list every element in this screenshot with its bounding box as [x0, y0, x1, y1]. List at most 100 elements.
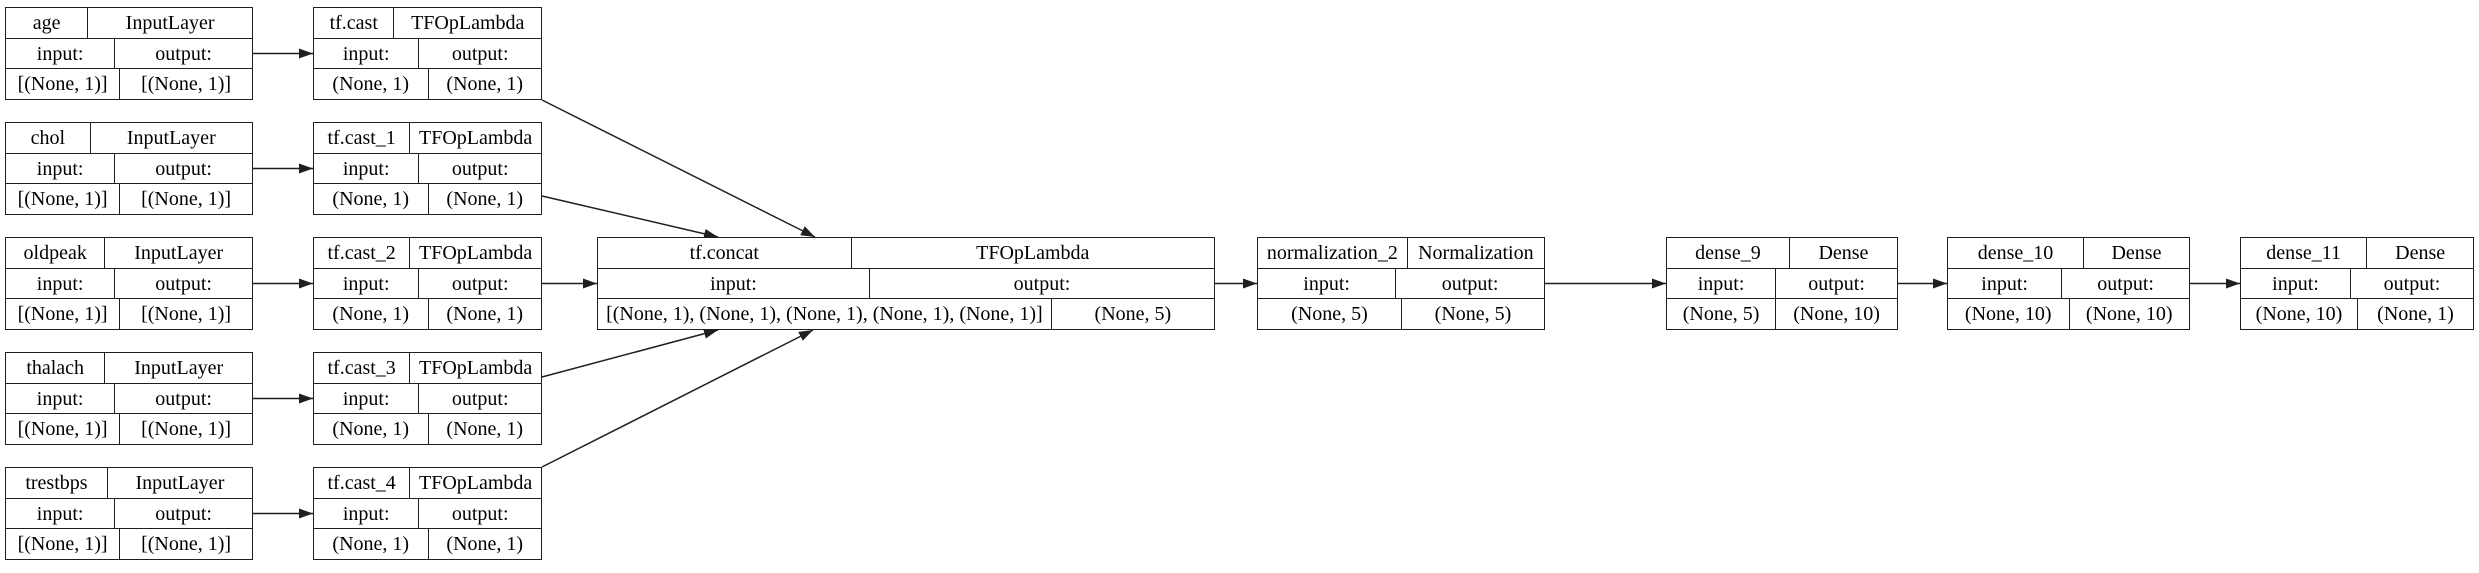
- node-chol-input-shape: [(None, 1)]: [17, 188, 108, 211]
- node-dense-10-output-shape: (None, 10): [2068, 299, 2190, 330]
- node-oldpeak-output-shape: [(None, 1)]: [119, 299, 252, 330]
- node-tf-cast-input-label: input:: [342, 42, 390, 65]
- node-tf-cast-3-type: TFOpLambda: [409, 353, 541, 383]
- node-tf-cast-4-output-shape: (None, 1): [427, 529, 542, 560]
- node-age-name: age: [32, 11, 61, 34]
- node-dense-11-output-label: output:: [2350, 268, 2473, 299]
- node-trestbps-type: InputLayer: [106, 468, 252, 498]
- node-normalization-2-output-shape: (None, 5): [1401, 299, 1544, 330]
- node-dense-11-input-label: input:: [2272, 272, 2319, 295]
- node-tf-cast-1-name: tf.cast_1: [327, 126, 396, 149]
- node-dense-11-name: dense_11: [2266, 241, 2342, 264]
- node-row: input: output:: [6, 497, 252, 529]
- node-trestbps-output-label: output:: [114, 498, 252, 529]
- node-row: input: output:: [1258, 267, 1544, 299]
- node-tf-cast-output-shape: (None, 1): [427, 69, 542, 100]
- node-dense-9-output-label: output:: [1775, 268, 1897, 299]
- edge-tf-cast-1-to-tf-concat: [541, 195, 719, 239]
- node-row: dense_9 Dense: [1667, 238, 1897, 268]
- node-row: tf.cast_3 TFOpLambda: [314, 353, 541, 383]
- node-normalization-2-type: Normalization: [1406, 238, 1544, 268]
- node-normalization-2-name: normalization_2: [1266, 241, 1398, 264]
- node-oldpeak-output-label: output:: [114, 268, 252, 299]
- node-row: (None, 5) (None, 10): [1667, 298, 1897, 330]
- node-dense-9-input-label: input:: [1697, 272, 1745, 295]
- node-tf-cast-3-output-label: output:: [418, 383, 541, 414]
- node-row: input:output:: [6, 37, 252, 69]
- node-dense-10-name: dense_10: [1977, 241, 2054, 264]
- node-dense-10-input-label: input:: [1981, 272, 2028, 295]
- node-tf-cast-3-output-shape: (None, 1): [427, 414, 542, 445]
- node-row: thalach InputLayer: [6, 353, 252, 383]
- node-row: [(None, 1)][(None, 1)]: [6, 183, 252, 215]
- node-row: [(None, 1)][(None, 1)]: [6, 68, 252, 100]
- node-dense-10-output-label: output:: [2061, 268, 2189, 299]
- node-dense-9-type: Dense: [1788, 238, 1897, 268]
- node-row: (None, 10)(None, 1): [2241, 298, 2473, 330]
- node-row: input:output:: [314, 497, 541, 529]
- node-row: (None, 1) (None, 1): [314, 298, 542, 330]
- node-row: [(None, 1)][(None, 1)]: [6, 413, 252, 445]
- node-dense-9-output-shape: (None, 10): [1775, 299, 1897, 330]
- node-tf-concat-name: tf.concat: [689, 241, 759, 264]
- node-tf-concat-input-shape: [(None, 1), (None, 1), (None, 1), (None,…: [606, 303, 1043, 326]
- node-tf-cast-2-input-label: input:: [342, 272, 390, 295]
- node-tf-cast-4-output-label: output:: [418, 498, 541, 529]
- node-oldpeak-input-label: input:: [36, 272, 84, 295]
- node-trestbps-name: trestbps: [25, 471, 88, 494]
- node-oldpeak-name: oldpeak: [23, 241, 87, 264]
- edge-tf-cast-4-to-tf-concat: [541, 329, 814, 468]
- node-row: input: output:: [2241, 267, 2473, 299]
- node-dense-9-input-shape: (None, 5): [1682, 303, 1760, 326]
- node-tf-cast-1-output-shape: (None, 1): [427, 184, 542, 215]
- node-row: (None, 1)(None, 1): [314, 183, 542, 215]
- node-tf-cast-1-output-label: output:: [418, 153, 541, 184]
- node-chol-type: InputLayer: [89, 123, 252, 153]
- node-row: (None, 1)(None, 1): [314, 528, 542, 560]
- node-row: input:output:: [314, 37, 541, 69]
- node-row: (None, 1)(None, 1): [314, 68, 542, 100]
- node-row: input: output:: [6, 267, 252, 299]
- node-tf-cast-2-output-shape: (None, 1): [427, 299, 542, 330]
- node-chol-input-label: input:: [36, 157, 84, 180]
- node-tf-cast-2-output-label: output:: [418, 268, 541, 299]
- node-age-input-label: input:: [36, 42, 84, 65]
- node-row: input: output:: [314, 267, 541, 299]
- node-tf-cast-3-input-shape: (None, 1): [332, 418, 410, 441]
- node-tf-concat-input-label: input:: [710, 272, 757, 295]
- node-tf-cast-2-input-shape: (None, 1): [332, 303, 410, 326]
- node-normalization-2-output-label: output:: [1395, 268, 1544, 299]
- node-tf-cast-2-name: tf.cast_2: [327, 241, 396, 264]
- node-dense-11-input-shape: (None, 10): [2255, 303, 2343, 326]
- node-tf-cast-3-input-label: input:: [342, 387, 390, 410]
- node-oldpeak-type: InputLayer: [104, 238, 252, 268]
- node-thalach-type: InputLayer: [104, 353, 252, 383]
- node-dense-9-name: dense_9: [1695, 241, 1761, 264]
- layer-node-normalization-2: normalization_2 Normalization input: output…: [1257, 237, 1545, 330]
- node-tf-cast-4-type: TFOpLambda: [409, 468, 541, 498]
- node-row: normalization_2 Normalization: [1258, 238, 1544, 268]
- node-normalization-2-input-label: input:: [1303, 272, 1350, 295]
- node-trestbps-input-label: input:: [36, 502, 84, 525]
- node-chol-output-label: output:: [114, 153, 252, 184]
- node-thalach-name: thalach: [26, 356, 85, 379]
- node-thalach-output-label: output:: [114, 383, 252, 414]
- node-trestbps-input-shape: [(None, 1)]: [17, 533, 108, 556]
- node-tf-cast-name: tf.cast: [329, 11, 378, 34]
- node-tf-cast-3-name: tf.cast_3: [327, 356, 396, 379]
- node-row: [(None, 1)][(None, 1)]: [6, 298, 252, 330]
- node-row: input:output:: [314, 152, 541, 184]
